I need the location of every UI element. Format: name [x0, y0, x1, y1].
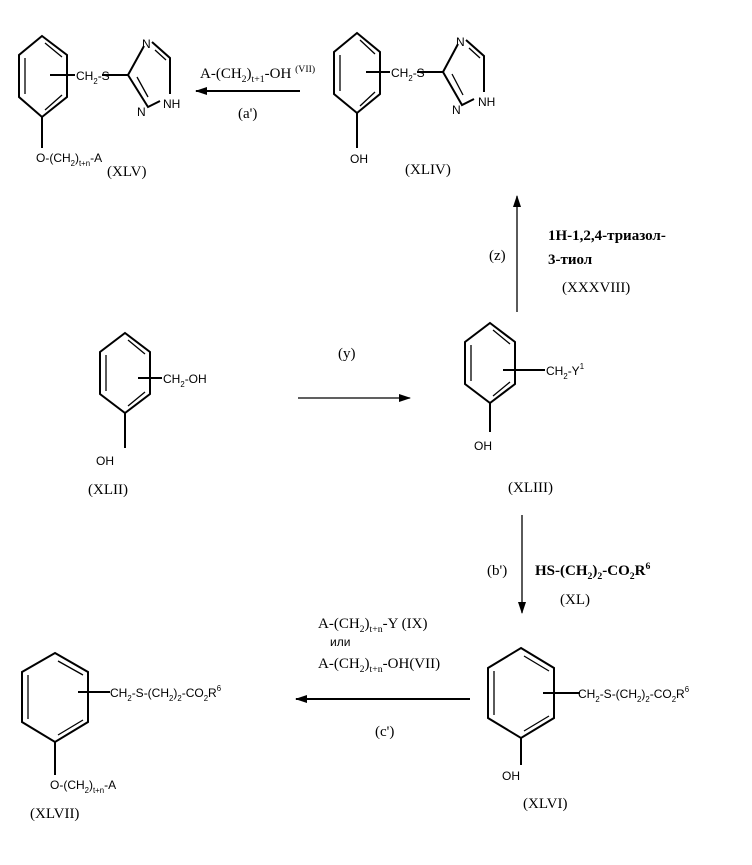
- substituent: CH2-S-(CH2)2-CO2R6: [110, 684, 221, 703]
- compound-label: (XLIV): [405, 162, 451, 178]
- hydroxyl: OH: [474, 439, 492, 453]
- nh-atom: NH: [163, 97, 180, 111]
- compound-label: (XLIII): [508, 480, 553, 496]
- n-atom: N: [456, 35, 465, 49]
- n-atom: N: [452, 103, 461, 117]
- hydroxyl: OH: [96, 454, 114, 468]
- reagent-label: A-(CH2)t+n-OH(VII): [318, 656, 440, 675]
- reagent-label: 3-тиол: [548, 252, 593, 268]
- step-z: (z) 1H-1,2,4-триазол- 3-тиол (XXXVIII): [489, 196, 666, 312]
- substituent: CH2-S-(CH2)2-CO2R6: [578, 685, 689, 704]
- compound-XLII: CH2-OH OH (XLII): [88, 333, 207, 498]
- reagent-id: (XL): [560, 592, 590, 608]
- hydroxyl: OH: [502, 769, 520, 783]
- step-label: (b'): [487, 563, 507, 579]
- or-label: или: [330, 635, 350, 649]
- compound-XLV: CH2-S N N NH O-(CH2)t+n-A (XLV): [19, 36, 180, 180]
- ether-substituent: O-(CH2)t+n-A: [50, 778, 116, 795]
- substituent: CH2-OH: [163, 372, 207, 389]
- reagent-label: A-(CH2)t+n-Y (IX): [318, 616, 427, 635]
- substituent: CH2-S: [76, 69, 110, 86]
- reagent-id: (XXXVIII): [562, 280, 630, 296]
- compound-XLVI: CH2-S-(CH2)2-CO2R6 OH (XLVI): [488, 648, 689, 812]
- benzene-ring: [19, 36, 67, 117]
- reagent-label: HS-(CH2)2-CO2R6: [535, 561, 650, 582]
- compound-label: (XLV): [107, 164, 146, 180]
- compound-XLIII: CH2-Y1 OH (XLIII): [465, 323, 584, 496]
- nh-atom: NH: [478, 95, 495, 109]
- substituent: CH2-S: [391, 66, 425, 83]
- step-y: (y): [298, 346, 410, 398]
- step-label: (z): [489, 248, 506, 264]
- step-c: A-(CH2)t+n-Y (IX) или A-(CH2)t+n-OH(VII)…: [296, 616, 470, 740]
- compound-XLVII: CH2-S-(CH2)2-CO2R6 O-(CH2)t+n-A (XLVII): [22, 653, 221, 822]
- n-atom: N: [137, 105, 146, 119]
- n-atom: N: [142, 37, 151, 51]
- reagent-label: A-(CH2)t+1-OH (VII): [200, 64, 315, 85]
- step-label: (c'): [375, 724, 394, 740]
- reagent-label: 1H-1,2,4-триазол-: [548, 228, 666, 244]
- step-a: A-(CH2)t+1-OH (VII) (a'): [196, 64, 315, 122]
- compound-label: (XLII): [88, 482, 128, 498]
- triazole-ring: N N NH: [128, 37, 180, 119]
- compound-XLIV: CH2-S N N NH OH (XLIV): [334, 33, 495, 178]
- step-label: (a'): [238, 106, 257, 122]
- step-b: (b') HS-(CH2)2-CO2R6 (XL): [487, 515, 650, 613]
- hydroxyl: OH: [350, 152, 368, 166]
- ether-substituent: O-(CH2)t+n-A: [36, 151, 102, 168]
- compound-label: (XLVII): [30, 806, 79, 822]
- step-label: (y): [338, 346, 356, 362]
- substituent: CH2-Y1: [546, 362, 584, 381]
- compound-label: (XLVI): [523, 796, 567, 812]
